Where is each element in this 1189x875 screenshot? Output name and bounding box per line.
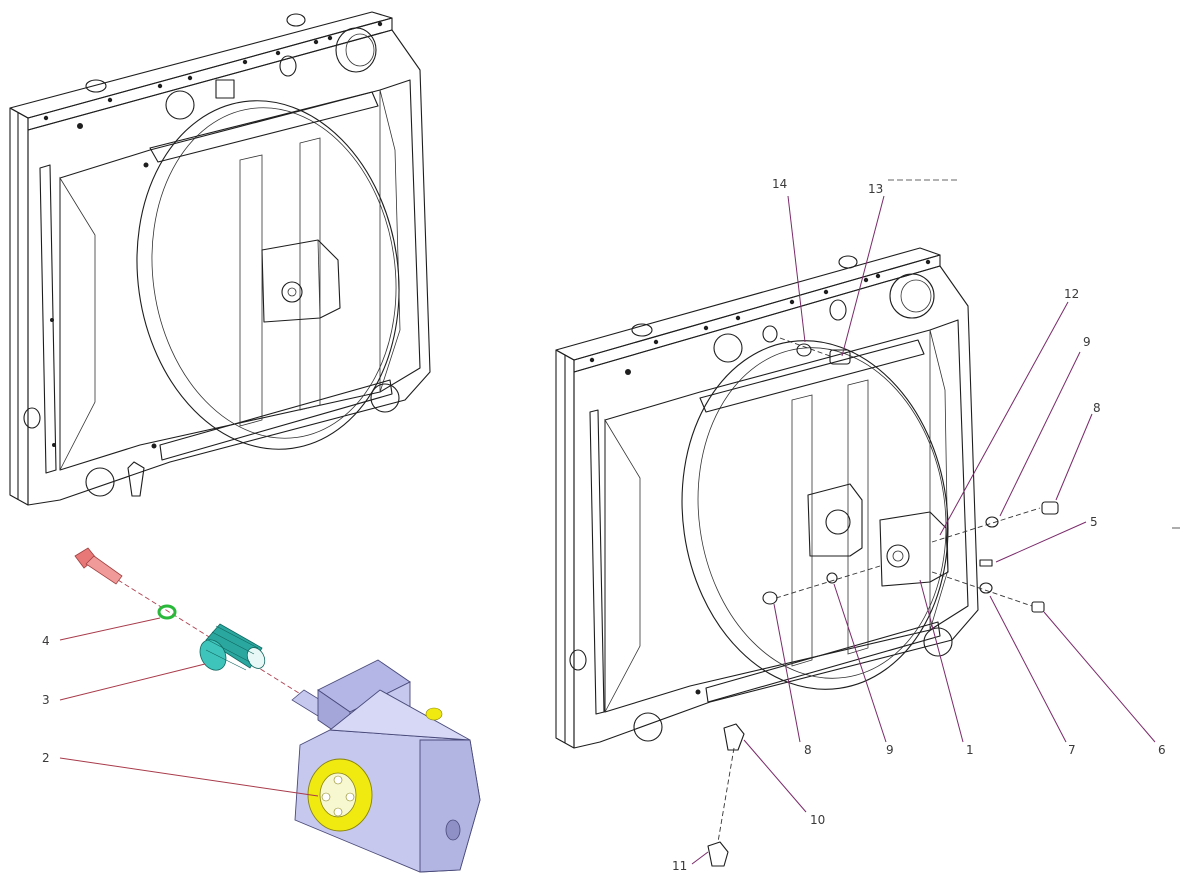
callout-9-bottom: 9 xyxy=(886,743,894,757)
callout-14: 14 xyxy=(772,177,787,191)
callout-13: 13 xyxy=(868,182,883,196)
callout-5: 5 xyxy=(1090,515,1098,529)
callout-1: 1 xyxy=(966,743,974,757)
callout-8-top: 8 xyxy=(1093,401,1101,415)
o-ring-part xyxy=(157,604,177,620)
radiator-assembly-view-top-left xyxy=(9,11,431,506)
callout-6: 6 xyxy=(1158,743,1166,757)
callout-8-bottom: 8 xyxy=(804,743,812,757)
callout-12: 12 xyxy=(1064,287,1079,301)
callout-7: 7 xyxy=(1068,743,1076,757)
hydraulic-pump-body xyxy=(294,659,481,873)
callout-3: 3 xyxy=(42,693,50,707)
leader-lines xyxy=(59,179,1180,865)
callout-10: 10 xyxy=(810,813,825,827)
callout-9-top: 9 xyxy=(1083,335,1091,349)
hex-bolt-part xyxy=(74,547,123,585)
callout-labels: 4 3 2 14 13 12 9 8 5 8 9 1 7 6 10 11 xyxy=(42,177,1166,873)
callout-2: 2 xyxy=(42,751,50,765)
callout-11: 11 xyxy=(672,859,687,873)
radiator-assembly-view-right xyxy=(555,247,1059,867)
callout-4: 4 xyxy=(42,634,50,648)
drive-gear-part xyxy=(199,623,266,671)
pump-exploded-detail xyxy=(74,547,481,873)
